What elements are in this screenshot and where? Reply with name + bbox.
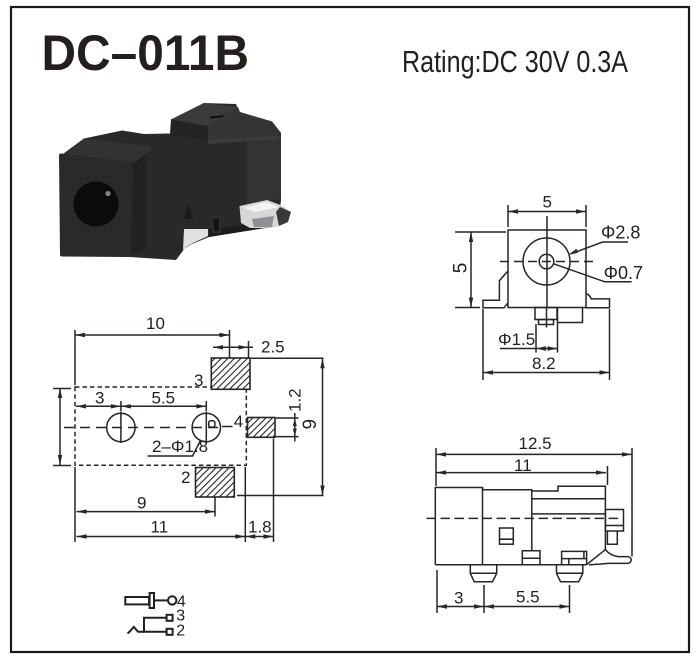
- svg-text:11: 11: [151, 518, 169, 537]
- svg-text:9: 9: [137, 494, 146, 513]
- svg-text:5: 5: [451, 263, 472, 274]
- svg-text:5.5: 5.5: [516, 588, 540, 607]
- svg-text:Φ1.5: Φ1.5: [498, 330, 535, 349]
- svg-text:Φ2.8: Φ2.8: [601, 223, 640, 243]
- svg-text:1.2: 1.2: [286, 388, 305, 412]
- svg-text:11: 11: [514, 456, 532, 475]
- svg-text:Rating:DC 30V 0.3A: Rating:DC 30V 0.3A: [402, 44, 628, 79]
- svg-text:9: 9: [300, 419, 321, 430]
- svg-text:4: 4: [234, 412, 243, 431]
- svg-text:5: 5: [543, 193, 552, 212]
- svg-text:3: 3: [95, 389, 104, 408]
- svg-text:2: 2: [181, 468, 190, 487]
- svg-text:1.8: 1.8: [248, 518, 272, 537]
- svg-text:DC–011B: DC–011B: [42, 25, 250, 81]
- svg-text:8.2: 8.2: [532, 354, 556, 373]
- svg-text:12.5: 12.5: [519, 434, 552, 453]
- svg-text:3: 3: [176, 608, 185, 625]
- svg-text:2–Φ1.8: 2–Φ1.8: [152, 437, 208, 456]
- svg-text:2.5: 2.5: [261, 338, 285, 357]
- svg-text:5.5: 5.5: [152, 389, 176, 408]
- svg-text:10: 10: [146, 314, 165, 333]
- svg-text:Φ0.7: Φ0.7: [604, 263, 643, 283]
- svg-text:2: 2: [176, 623, 185, 640]
- svg-text:3: 3: [194, 371, 203, 390]
- svg-text:4: 4: [177, 593, 186, 610]
- svg-text:3: 3: [454, 589, 463, 608]
